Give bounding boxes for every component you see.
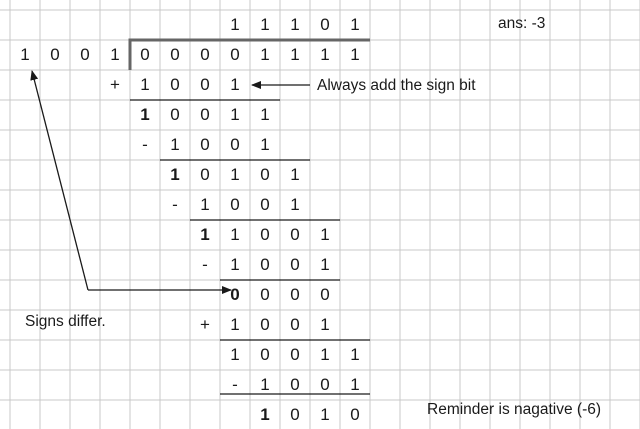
working-digit: 1 <box>260 135 270 154</box>
working-digit: 1 <box>230 165 240 184</box>
dividend-digit: 0 <box>140 45 150 64</box>
working-digit: 0 <box>230 285 240 304</box>
divisor-digit: 0 <box>80 45 90 64</box>
working-digit: 0 <box>200 135 210 154</box>
working-digit: 1 <box>140 75 150 94</box>
working-digit: 1 <box>230 345 240 364</box>
working-digit: 0 <box>260 255 270 274</box>
divisor-digit: 0 <box>50 45 60 64</box>
dividend-digit: 0 <box>200 45 210 64</box>
working-digit: 0 <box>260 315 270 334</box>
division-bracket <box>128 38 370 70</box>
quotient-digit: 1 <box>260 15 270 34</box>
working-digit: 1 <box>320 225 330 244</box>
working-digit: 0 <box>170 75 180 94</box>
operator-sign: - <box>202 255 208 274</box>
working-digit: 0 <box>290 375 300 394</box>
working-digit: 0 <box>260 195 270 214</box>
working-digit: 0 <box>260 165 270 184</box>
working-digit: 0 <box>290 315 300 334</box>
working-digit: 1 <box>170 165 180 184</box>
working-digit: 1 <box>140 105 150 124</box>
remainder-note: Reminder is nagative (-6) <box>427 401 602 418</box>
quotient-digit: 1 <box>230 15 240 34</box>
sign-bit-note: Always add the sign bit <box>317 77 476 94</box>
operator-sign: + <box>110 75 120 94</box>
working-digit: 1 <box>230 315 240 334</box>
working-digit: 0 <box>320 285 330 304</box>
working-digit: 1 <box>200 195 210 214</box>
working-digit: 1 <box>290 165 300 184</box>
working-digit: 1 <box>170 135 180 154</box>
working-digit: 0 <box>290 345 300 364</box>
working-digit: 1 <box>320 315 330 334</box>
dividend-digit: 0 <box>230 45 240 64</box>
working-digit: 1 <box>260 375 270 394</box>
working-digit: 0 <box>230 195 240 214</box>
answer-label: ans: -3 <box>498 15 546 32</box>
working-digit: 1 <box>260 105 270 124</box>
dividend-digit: 1 <box>260 45 270 64</box>
working-digit: 0 <box>260 345 270 364</box>
working-digit: 1 <box>230 255 240 274</box>
working-digit: 1 <box>320 345 330 364</box>
working-digit: 1 <box>350 375 360 394</box>
dividend-digit: 1 <box>290 45 300 64</box>
working-digit: 0 <box>320 375 330 394</box>
signs-differ-note: Signs differ. <box>25 313 106 330</box>
working-digit: 1 <box>350 345 360 364</box>
quotient-digit: 1 <box>290 15 300 34</box>
working-digit: 0 <box>290 405 300 424</box>
working-digit: 0 <box>290 225 300 244</box>
quotient-digit: 0 <box>320 15 330 34</box>
operator-sign: - <box>142 135 148 154</box>
working-digit: 0 <box>230 135 240 154</box>
operator-sign: + <box>200 315 210 334</box>
working-digit: 0 <box>200 75 210 94</box>
working-digit: 1 <box>320 255 330 274</box>
working-digit: 0 <box>350 405 360 424</box>
working-digit: 1 <box>200 225 210 244</box>
working-digit: 1 <box>230 225 240 244</box>
dividend-digit: 1 <box>350 45 360 64</box>
working-digit: 0 <box>290 285 300 304</box>
operator-sign: - <box>232 375 238 394</box>
working-digit: 1 <box>230 105 240 124</box>
dividend-digit: 0 <box>170 45 180 64</box>
quotient-digit: 1 <box>350 15 360 34</box>
working-digit: 0 <box>200 165 210 184</box>
working-digit: 1 <box>290 195 300 214</box>
working-digit: 0 <box>290 255 300 274</box>
working-digit: 1 <box>230 75 240 94</box>
signs-differ-arrow <box>30 70 89 291</box>
working-digit: 0 <box>200 105 210 124</box>
working-digit: 1 <box>320 405 330 424</box>
working-digit: 1 <box>260 405 270 424</box>
dividend-digit: 1 <box>320 45 330 64</box>
operator-sign: - <box>172 195 178 214</box>
working-digit: 0 <box>170 105 180 124</box>
divisor-digit: 1 <box>110 45 120 64</box>
working-digit: 0 <box>260 225 270 244</box>
divisor-digit: 1 <box>20 45 30 64</box>
working-digit: 0 <box>260 285 270 304</box>
